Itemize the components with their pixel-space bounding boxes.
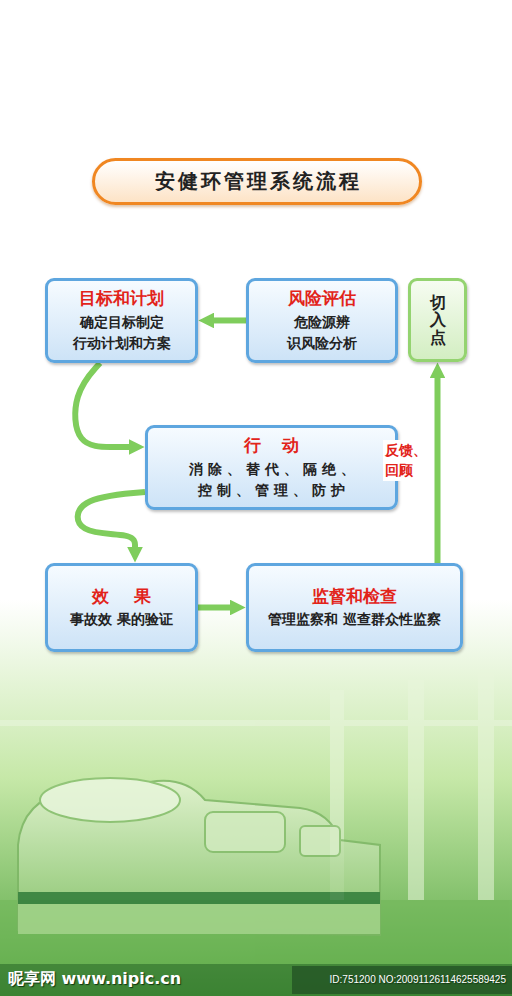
box-heading: 切入点	[430, 294, 446, 347]
process-box: 目标和计划确定目标制定 行动计划和方案	[45, 278, 198, 363]
edge-label: 反馈、 回顾	[383, 440, 429, 481]
flow-arrow	[75, 363, 129, 447]
green-ground	[0, 600, 512, 996]
plant-hall	[0, 670, 512, 964]
flow-arrow	[435, 378, 441, 563]
title-bar: 安健环管理系统流程	[92, 158, 422, 205]
entry-point-box: 切入点	[408, 278, 467, 362]
box-heading: 效果	[66, 585, 177, 608]
box-heading: 风险评估	[288, 287, 356, 310]
turbine-machine	[18, 778, 380, 935]
box-body: 事故效 果的验证	[70, 609, 173, 630]
box-heading: 目标和计划	[79, 287, 164, 310]
image-id: ID:751200 NO:20091126114625589425	[330, 974, 506, 985]
box-heading: 监督和检查	[312, 585, 397, 608]
box-body: 危险源辨 识风险分析	[257, 312, 387, 354]
process-box: 行动消除、替代、隔绝、 控制、管理、防护	[145, 425, 398, 510]
process-box: 监督和检查管理监察和 巡查群众性监察	[246, 563, 463, 652]
box-body: 管理监察和 巡查群众性监察	[268, 609, 441, 630]
box-body: 消除、替代、隔绝、 控制、管理、防护	[156, 459, 387, 501]
box-body: 确定目标制定 行动计划和方案	[56, 312, 187, 354]
box-heading: 行动	[224, 434, 319, 457]
watermark: 昵享网 www.nipic.cn	[8, 969, 181, 990]
flow-arrow	[78, 492, 145, 547]
flow-arrow	[214, 317, 246, 323]
id-band	[292, 966, 512, 994]
watermark-band	[0, 964, 512, 996]
process-box: 风险评估危险源辨 识风险分析	[246, 278, 398, 363]
process-box: 效果事故效 果的验证	[45, 563, 198, 652]
flow-arrow	[198, 605, 230, 611]
